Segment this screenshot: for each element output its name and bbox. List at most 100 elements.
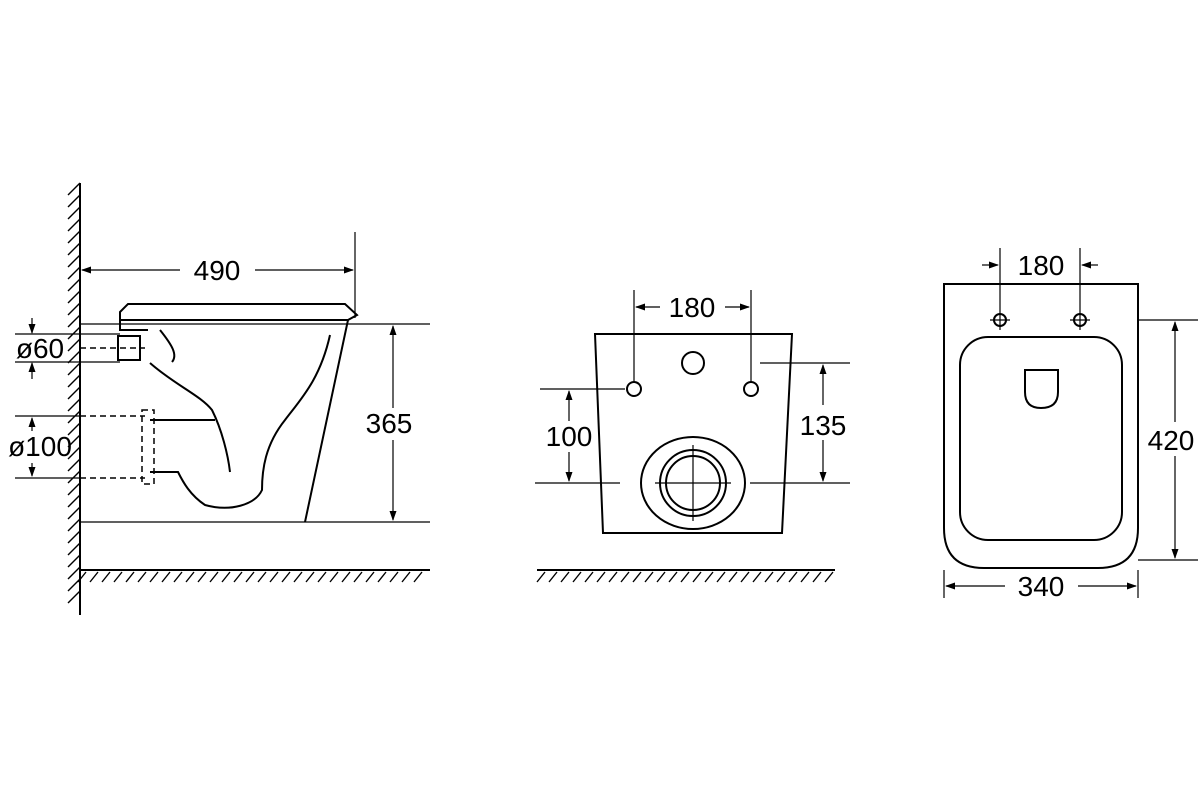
hatch-stroke	[101, 571, 111, 583]
length-label: 420	[1148, 425, 1195, 456]
hatch-stroke	[788, 571, 798, 583]
bowl-outer	[119, 319, 349, 523]
bolt-hole-right	[743, 381, 759, 397]
hatch-stroke	[67, 206, 81, 220]
outlet-outer	[640, 436, 746, 530]
outlet-flange	[141, 409, 155, 485]
hatch-stroke	[67, 434, 81, 448]
bowl-inner	[149, 362, 231, 473]
hatch-stroke	[67, 518, 81, 532]
hatch-stroke	[584, 571, 594, 583]
hatch-stroke	[401, 571, 411, 583]
seat-lid	[119, 303, 359, 321]
hatch-stroke	[413, 571, 423, 583]
hatch-stroke	[67, 530, 81, 544]
hatch-stroke	[704, 571, 714, 583]
hatch-stroke	[67, 506, 81, 520]
hatch-stroke	[67, 290, 81, 304]
top-bolt-spacing-label: 180	[1018, 250, 1065, 281]
front-outline	[593, 333, 794, 534]
hatch-stroke	[293, 571, 303, 583]
top-outline	[943, 283, 1139, 569]
floor-hatch	[77, 571, 423, 583]
bolt-hole-right-top	[1070, 310, 1090, 330]
right-height-label: 135	[800, 410, 847, 441]
hatch-stroke	[632, 571, 642, 583]
hatch-stroke	[197, 571, 207, 583]
height-label: 365	[366, 408, 413, 439]
hatch-stroke	[149, 571, 159, 583]
hatch-stroke	[560, 571, 570, 583]
hatch-stroke	[341, 571, 351, 583]
hatch-stroke	[67, 242, 81, 256]
water-inlet-hole	[681, 351, 705, 375]
hatch-stroke	[67, 254, 81, 268]
bowl-drain	[1024, 369, 1059, 410]
hatch-stroke	[67, 590, 81, 604]
hatch-stroke	[764, 571, 774, 583]
hatch-stroke	[67, 218, 81, 232]
bolt-hole-left-top	[990, 310, 1010, 330]
hatch-stroke	[776, 571, 786, 583]
hatch-stroke	[740, 571, 750, 583]
bolt-hole-left	[626, 381, 642, 397]
hatch-stroke	[536, 571, 546, 583]
hatch-stroke	[67, 482, 81, 496]
hatch-stroke	[67, 542, 81, 556]
hatch-stroke	[800, 571, 810, 583]
hatch-stroke	[67, 266, 81, 280]
top-view: 180 420 340	[943, 248, 1198, 602]
hatch-stroke	[67, 470, 81, 484]
hatch-stroke	[692, 571, 702, 583]
hatch-stroke	[89, 571, 99, 583]
hatch-stroke	[67, 494, 81, 508]
hatch-stroke	[572, 571, 582, 583]
hatch-stroke	[67, 446, 81, 460]
hatch-stroke	[812, 571, 822, 583]
hatch-stroke	[67, 350, 81, 364]
hatch-stroke	[67, 458, 81, 472]
wall-hatch	[67, 182, 81, 604]
hatch-stroke	[269, 571, 279, 583]
hatch-stroke	[113, 571, 123, 583]
bowl-opening	[959, 336, 1123, 541]
hatch-stroke	[67, 362, 81, 376]
hatch-stroke	[365, 571, 375, 583]
hatch-stroke	[245, 571, 255, 583]
depth-label: 490	[194, 255, 241, 286]
hatch-stroke	[596, 571, 606, 583]
hatch-stroke	[67, 554, 81, 568]
hatch-stroke	[281, 571, 291, 583]
outlet-diameter-label: ø100	[8, 431, 72, 462]
hatch-stroke	[67, 386, 81, 400]
hatch-stroke	[305, 571, 315, 583]
bowl-rim	[159, 329, 176, 363]
hatch-stroke	[67, 410, 81, 424]
hatch-stroke	[67, 422, 81, 436]
front-view: 180 100 135	[535, 290, 850, 583]
hatch-stroke	[680, 571, 690, 583]
hatch-stroke	[620, 571, 630, 583]
hatch-stroke	[389, 571, 399, 583]
hatch-stroke	[67, 374, 81, 388]
hatch-stroke	[668, 571, 678, 583]
hatch-stroke	[67, 314, 81, 328]
hatch-stroke	[173, 571, 183, 583]
hatch-stroke	[67, 278, 81, 292]
hatch-stroke	[353, 571, 363, 583]
hatch-stroke	[67, 182, 81, 196]
hatch-stroke	[137, 571, 147, 583]
hatch-stroke	[824, 571, 834, 583]
hatch-stroke	[752, 571, 762, 583]
floor-hatch	[536, 571, 834, 583]
hatch-stroke	[221, 571, 231, 583]
hatch-stroke	[125, 571, 135, 583]
hatch-stroke	[728, 571, 738, 583]
hatch-stroke	[77, 571, 87, 583]
front-bolt-spacing-label: 180	[669, 292, 716, 323]
hatch-stroke	[317, 571, 327, 583]
hatch-stroke	[716, 571, 726, 583]
hatch-stroke	[67, 566, 81, 580]
